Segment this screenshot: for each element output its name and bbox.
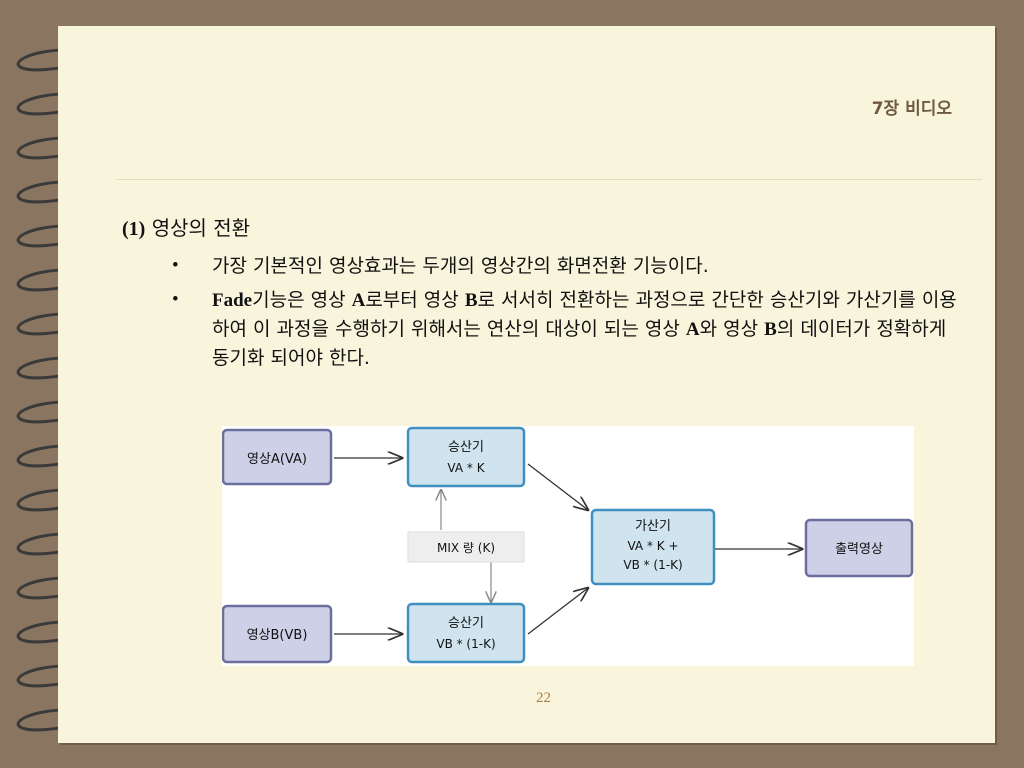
bullet-marker: •: [172, 289, 179, 310]
bullet-text-term: Fade: [212, 290, 253, 311]
header-divider: [116, 179, 982, 180]
bullet-text: 기능은 영상: [252, 289, 352, 311]
multiplier-top-title: 승산기: [448, 440, 484, 455]
multiplier-top-formula: VA * K: [447, 461, 485, 475]
bullet-marker: •: [172, 255, 179, 276]
adder-line1: VA * K +: [627, 539, 678, 553]
section-number: (1): [122, 218, 146, 240]
bullet-text: 가장 기본적인 영상효과는 두개의 영상간의 화면전환 기능이다.: [212, 255, 709, 277]
multiplier-bottom-box: 승산기 VB * (1-K): [406, 602, 526, 664]
mix-amount-label: MIX 량 (K): [437, 541, 495, 555]
bullet-item: • Fade기능은 영상 A로부터 영상 B로 서서히 전환하는 과정으로 간단…: [172, 286, 962, 372]
bullet-text-term: B: [464, 290, 478, 311]
section-heading: (1) 영상의 전환: [122, 212, 250, 241]
adder-box: 가산기 VA * K + VB * (1-K): [590, 508, 716, 586]
chapter-title: 7장 비디오: [871, 99, 952, 119]
bullet-text-term: A: [685, 319, 700, 340]
multiplier-top-box: 승산기 VA * K: [406, 426, 526, 488]
bullet-text: 와 영상: [699, 318, 765, 340]
bullet-text-term: B: [764, 319, 777, 340]
page-number: 22: [536, 690, 551, 706]
input-b-box: 영상B(VB): [222, 604, 333, 664]
adder-line2: VB * (1-K): [623, 558, 682, 572]
bullet-text-term: A: [351, 290, 366, 311]
bullet-list: • 가장 기본적인 영상효과는 두개의 영상간의 화면전환 기능이다. • Fa…: [172, 252, 962, 378]
input-a-label: 영상A(VA): [247, 452, 307, 467]
mix-amount-box: MIX 량 (K): [407, 531, 525, 563]
section-title: 영상의 전환: [151, 216, 251, 240]
input-b-label: 영상B(VB): [247, 628, 308, 643]
arrow-mult-bottom-to-adder: [527, 588, 588, 635]
adder-title: 가산기: [635, 519, 671, 534]
output-label: 출력영상: [835, 542, 883, 557]
bullet-text: 로 서서히 전환하는 과정으로 간단한 승산기와 가산기를 이용하여 이 과정을…: [212, 289, 957, 340]
fade-block-diagram: 영상A(VA) 영상B(VB) 승산기 VA * K 승산기 VB * (1-K…: [222, 426, 914, 666]
arrow-mult-top-to-adder: [527, 463, 588, 510]
multiplier-bottom-formula: VB * (1-K): [436, 637, 495, 651]
multiplier-bottom-title: 승산기: [448, 616, 484, 631]
bullet-text: 의 데이터가 정확하게 동기화 되어야 한다.: [212, 318, 947, 369]
bullet-text: 로부터 영상: [365, 289, 465, 311]
input-a-box: 영상A(VA): [222, 428, 333, 486]
output-box: 출력영상: [804, 518, 914, 578]
bullet-item: • 가장 기본적인 영상효과는 두개의 영상간의 화면전환 기능이다.: [172, 252, 962, 280]
